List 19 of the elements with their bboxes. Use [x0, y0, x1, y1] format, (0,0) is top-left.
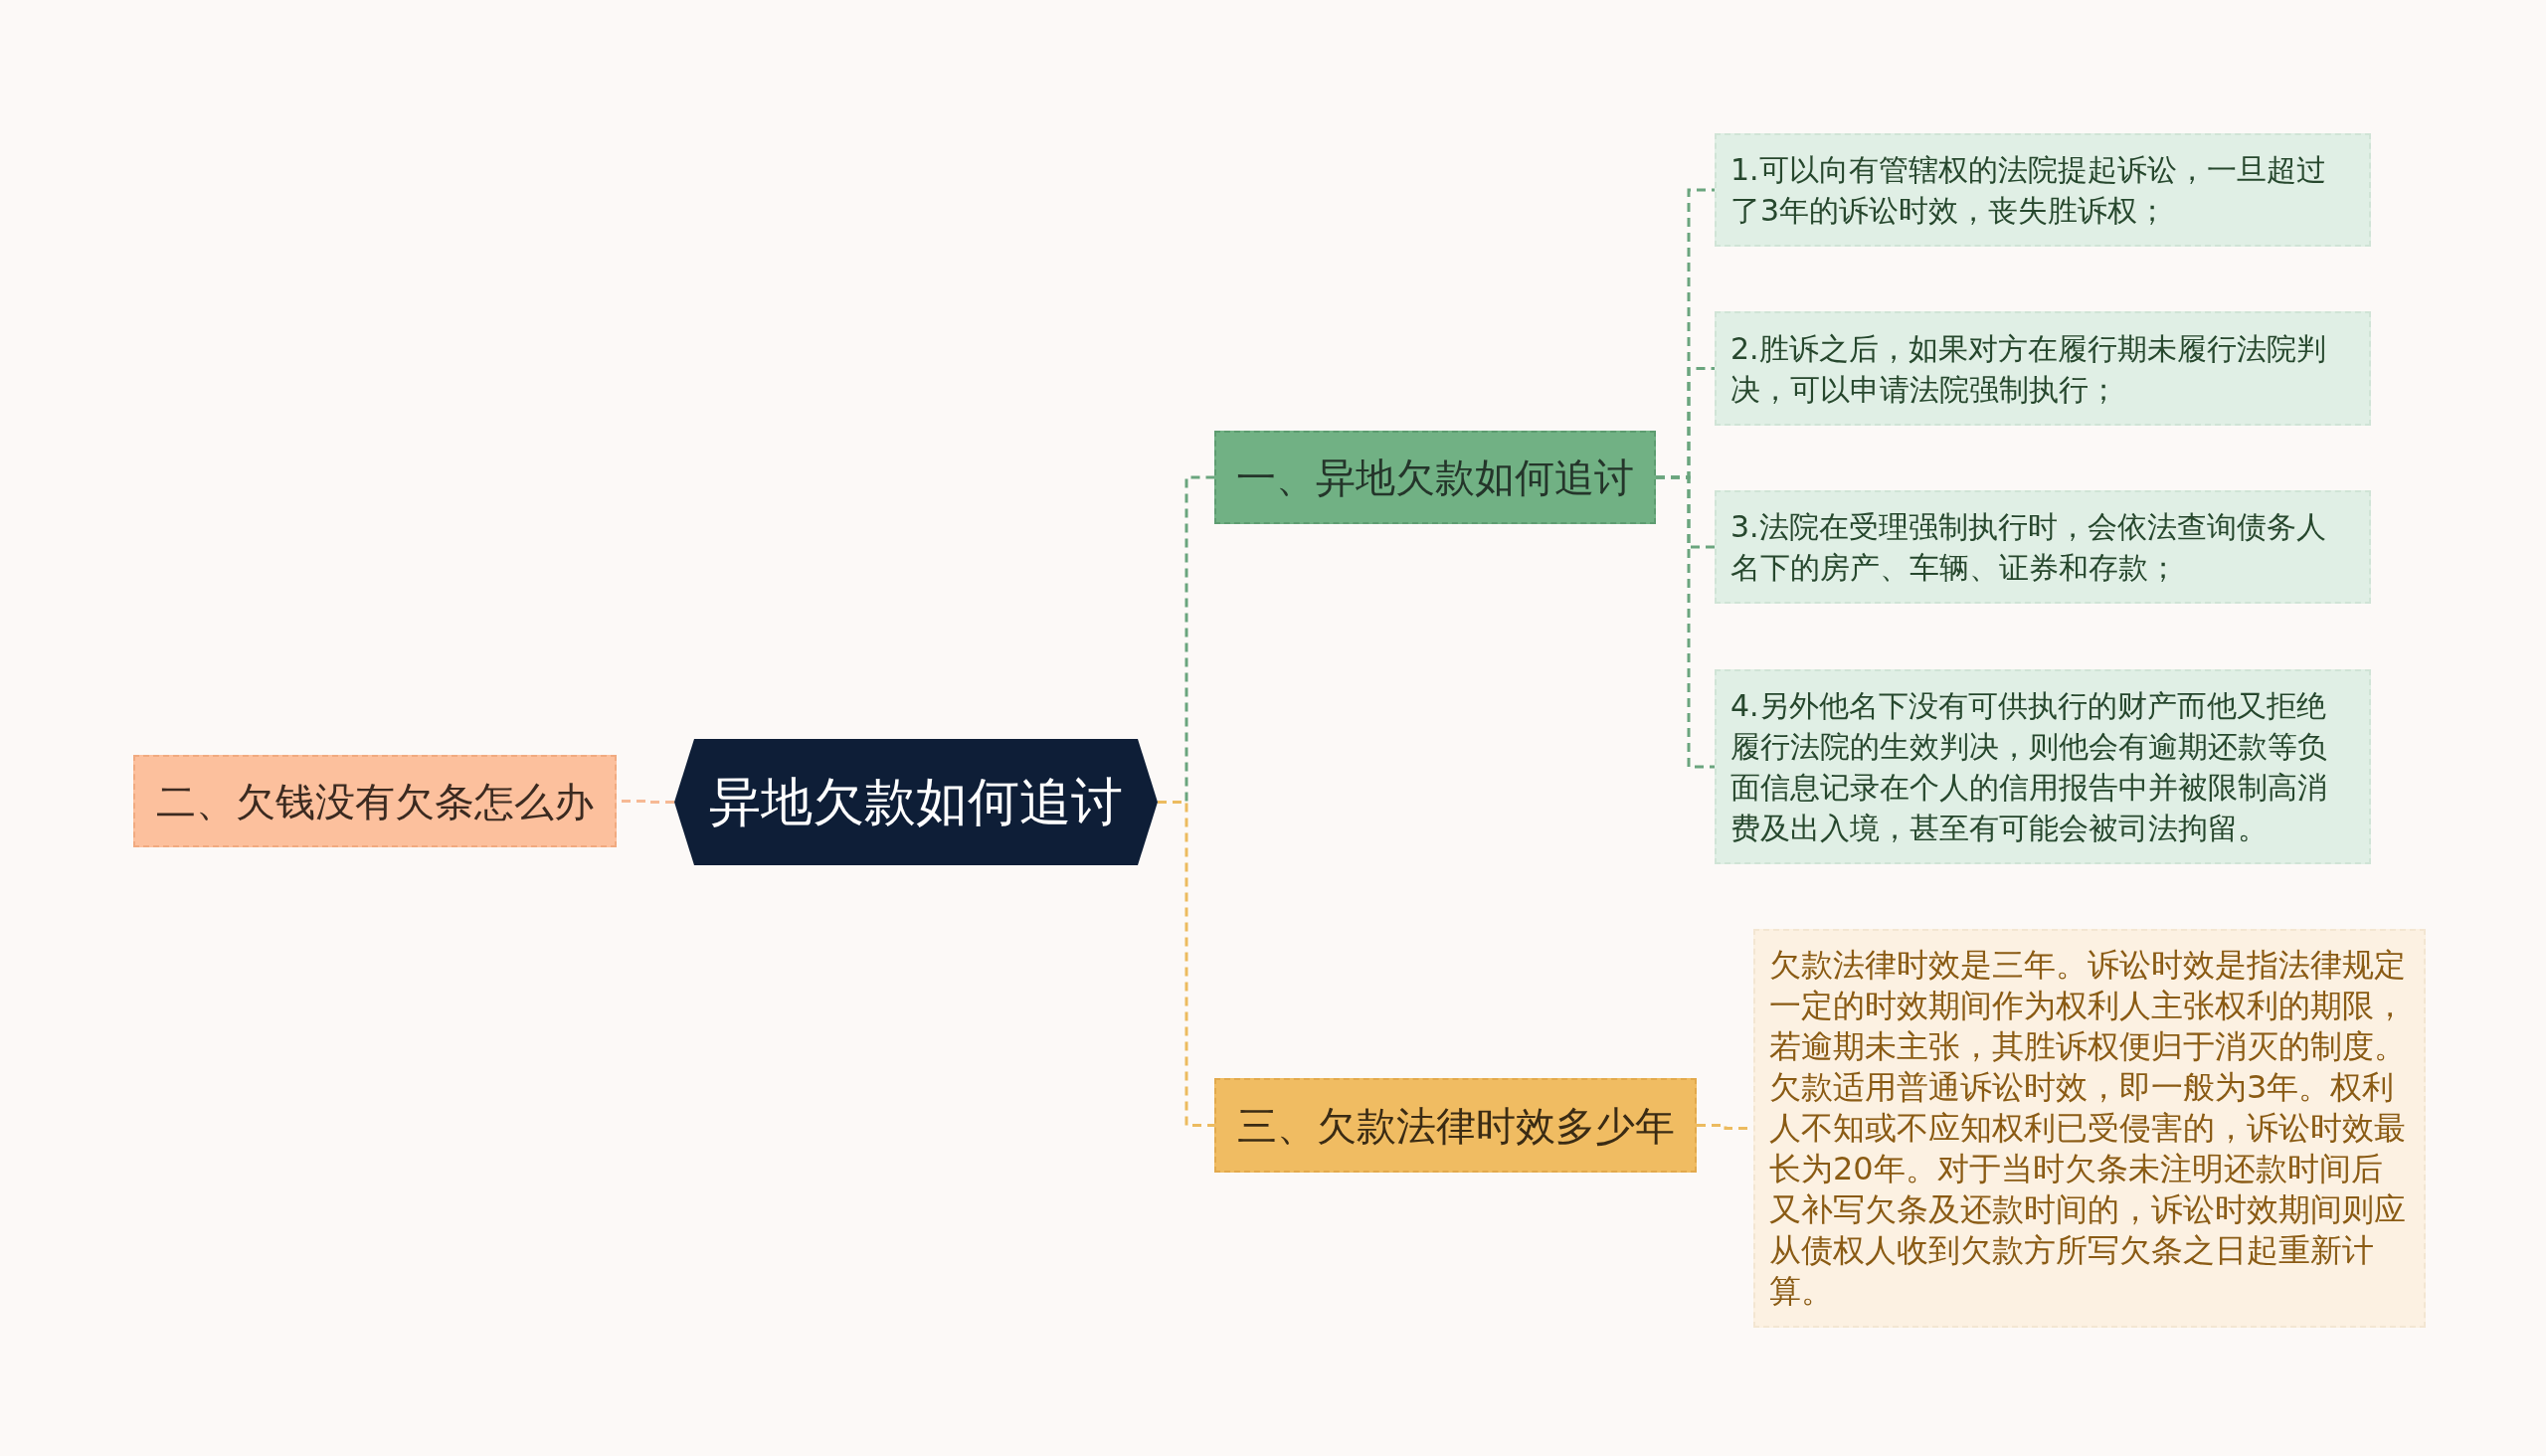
topic-text: 二、欠钱没有欠条怎么办 — [156, 777, 594, 825]
connector-line — [1158, 801, 1214, 1127]
detail-box — [1715, 311, 2371, 426]
topic-box — [1214, 1078, 1697, 1173]
topic-box — [1214, 431, 1656, 524]
note-text: 欠款法律时效是三年。诉讼时效是指法律规定一定的时效期间作为权利人主张权利的期限，若逾期未主张，其胜诉权便归于消灭的制度。欠款适用普通诉讼时效，即一般为3年。权利人不知或不应知权利已受侵害的，诉讼时效最长为20年。对于当时欠条未注明还款时间后又补写欠条及还款时间的，诉讼时效期间则应从债权人收到欠款方所写欠条之日起重新计算。 — [1769, 945, 2407, 1312]
detail-box — [1715, 133, 2371, 247]
detail-text: 2.胜诉之后，如果对方在履行期未履行法院判决，可以申请法院强制执行； — [1730, 329, 2327, 409]
detail-text: 3.法院在受理强制执行时，会依法查询债务人名下的房产、车辆、证券和存款； — [1730, 508, 2327, 587]
central-topic-text: 异地欠款如何追讨 — [709, 771, 1123, 833]
detail-box — [1715, 490, 2371, 604]
topic-text: 三、欠款法律时效多少年 — [1236, 1101, 1675, 1150]
topic-box — [133, 755, 617, 847]
central-topic-hexagon — [674, 739, 1158, 865]
detail-text: 4.另外他名下没有可供执行的财产而他又拒绝履行法院的生效判决，则他会有逾期还款等负面信息记录在个人的信用报告中并被限制高消费及出入境，甚至有可能会被司法拘留。 — [1730, 687, 2328, 847]
connector-line — [1656, 475, 1715, 769]
detail-box — [1715, 669, 2371, 864]
detail-text: 1.可以向有管辖权的法院提起诉讼，一旦超过了3年的诉讼时效，丧失胜诉权； — [1730, 151, 2327, 230]
topic-text: 一、异地欠款如何追讨 — [1236, 454, 1634, 501]
